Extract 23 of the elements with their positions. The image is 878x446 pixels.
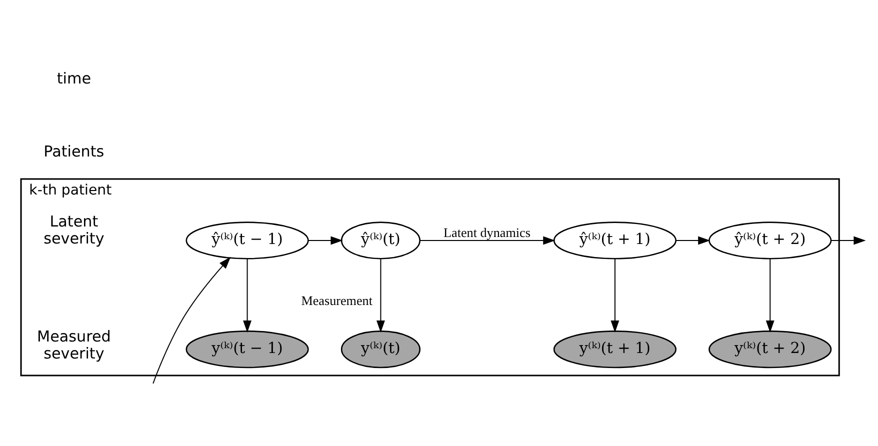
- arrow: [308, 236, 343, 245]
- node-ellipse: ŷ⁽ᵏ⁾(t): [340, 222, 420, 260]
- arrow: [420, 236, 556, 245]
- node-ellipse: y⁽ᵏ⁾(t − 1): [186, 330, 309, 368]
- node-ellipse: y⁽ᵏ⁾(t + 2): [708, 330, 832, 368]
- arrow: [243, 258, 252, 333]
- arrow: [766, 258, 774, 333]
- arrow: [152, 256, 231, 384]
- label: time: [56, 70, 92, 88]
- node-ellipse: y⁽ᵏ⁾(t + 1): [553, 330, 676, 368]
- node-ellipse: y⁽ᵏ⁾(t): [340, 330, 420, 368]
- label: Measured severity: [37, 327, 111, 362]
- arrow: [831, 236, 866, 245]
- arrow: [376, 258, 385, 333]
- node-ellipse: ŷ⁽ᵏ⁾(t + 2): [708, 222, 832, 260]
- label: Latent severity: [44, 212, 104, 248]
- node-ellipse: ŷ⁽ᵏ⁾(t + 1): [553, 222, 676, 260]
- label: Patients: [44, 142, 104, 160]
- arrow: [676, 236, 710, 245]
- edge-label: Latent dynamics: [444, 224, 530, 240]
- edge-label: Measurement: [301, 293, 372, 308]
- node-ellipse: ŷ⁽ᵏ⁾(t − 1): [186, 222, 309, 260]
- arrow: [610, 258, 620, 333]
